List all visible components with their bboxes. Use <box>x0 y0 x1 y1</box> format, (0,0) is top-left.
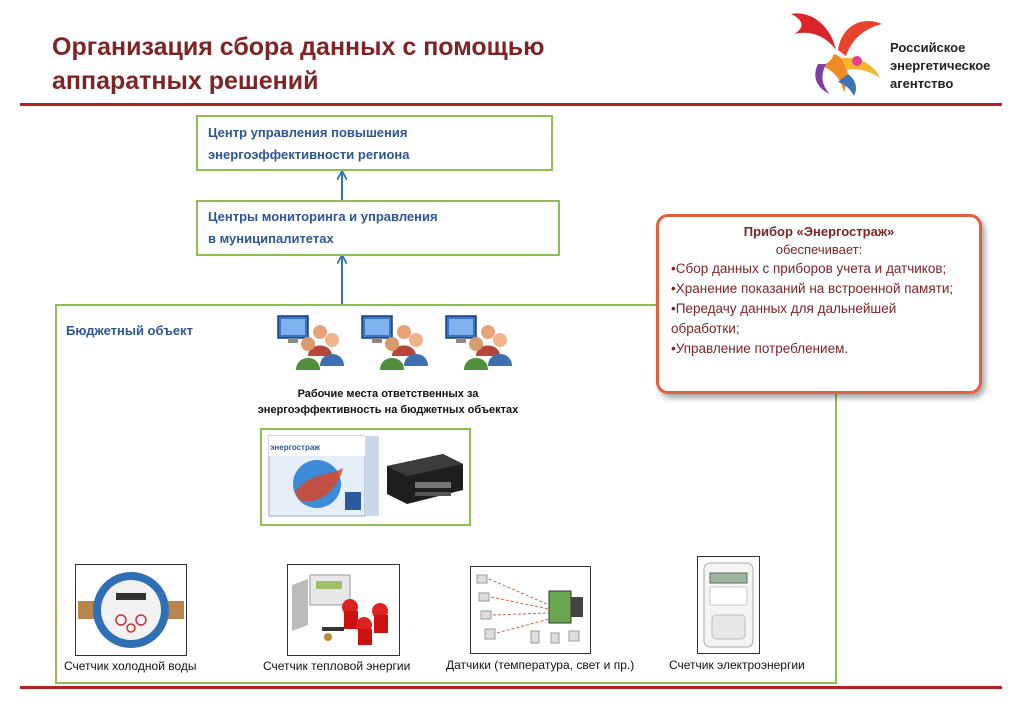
callout-bullet: •Сбор данных с приборов учета и датчиков… <box>671 261 947 276</box>
electric-meter-photo <box>697 556 760 654</box>
energostrazh-callout: Прибор «Энергостраж» обеспечивает: •Сбор… <box>656 214 982 394</box>
logo-line2: энергетическое <box>890 58 991 73</box>
energostrazh-product-icon <box>268 435 463 517</box>
device-caption-water: Счетчик холодной воды <box>64 659 197 673</box>
heat-meter-icon <box>292 574 388 645</box>
electric-meter-icon <box>703 562 754 648</box>
sensors-photo <box>470 566 591 654</box>
device-caption-electric: Счетчик электроэнергии <box>669 658 805 672</box>
bottom-divider <box>20 686 1002 689</box>
logo-line3: агентство <box>890 76 954 91</box>
workstation-2 <box>361 315 428 370</box>
logo-text: Российское энергетическое агентство <box>890 39 990 93</box>
workplaces-caption: Рабочие места ответственных за энергоэфф… <box>238 386 538 418</box>
callout-bullet: •Хранение показаний на встроенной памяти… <box>671 281 954 296</box>
product-brand-label: энергостраж <box>270 443 320 452</box>
workplaces-caption-line2: энергоэффективность на бюджетных объекта… <box>257 404 519 416</box>
device-caption-heat: Счетчик тепловой энергии <box>263 659 411 673</box>
callout-subtitle: обеспечивает: <box>775 242 863 257</box>
region-center-line2: энергоэффективности региона <box>208 147 410 162</box>
page-title-line2: аппаратных решений <box>52 67 319 95</box>
workstation-1 <box>277 315 344 370</box>
logo-line1: Российское <box>890 40 966 55</box>
workstations-icon <box>277 315 512 370</box>
budget-object-label: Бюджетный объект <box>66 323 193 338</box>
region-center-line1: Центр управления повышения <box>208 125 408 140</box>
callout-bullet: •Управление потреблением. <box>671 341 849 356</box>
municipal-centers-box: Центры мониторинга и управления в муници… <box>196 200 560 256</box>
water-meter-photo <box>75 564 187 656</box>
device-caption-sensors: Датчики (температура, свет и пр.) <box>446 658 635 672</box>
callout-title: Прибор «Энергостраж» <box>743 224 895 239</box>
sensors-icon <box>476 574 583 644</box>
heat-meter-photo <box>287 564 400 656</box>
municipal-centers-line1: Центры мониторинга и управления <box>208 209 438 224</box>
workplaces-caption-line1: Рабочие места ответственных за <box>297 388 479 400</box>
page-title: Организация сбора данных с помощью аппар… <box>52 30 752 98</box>
page-title-line1: Организация сбора данных с помощью <box>52 33 545 61</box>
workstation-3 <box>445 315 512 370</box>
region-control-center-box: Центр управления повышения энергоэффекти… <box>196 115 553 171</box>
title-divider <box>20 103 1002 106</box>
municipal-centers-line2: в муниципалитетах <box>208 231 334 246</box>
firebird-logo-icon <box>791 13 882 96</box>
water-meter-icon <box>78 572 184 648</box>
callout-bullet: •Передачу данных для дальнейшей обработк… <box>671 301 897 336</box>
